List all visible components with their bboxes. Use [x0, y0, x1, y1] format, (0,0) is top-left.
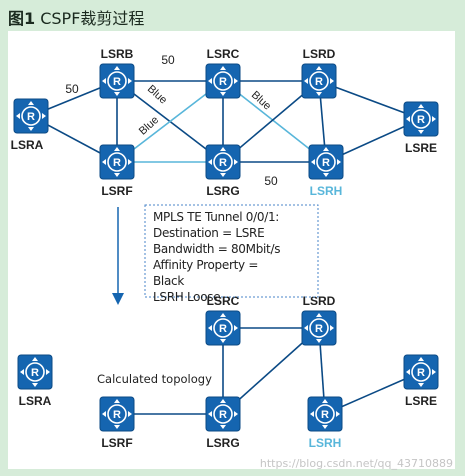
svg-text:R: R	[113, 157, 121, 169]
bottom-label-lsrg: LSRG	[206, 436, 239, 450]
top-router-lsrf: R LSRF	[99, 144, 135, 198]
figure-title-text: CSPF裁剪过程	[35, 9, 145, 28]
top-label-lsrh: LSRH	[310, 184, 343, 198]
router-icon	[205, 144, 241, 180]
top-label-lsra: LSRA	[11, 138, 44, 152]
svg-text:R: R	[219, 323, 227, 335]
svg-text:R: R	[417, 367, 425, 379]
link-bandwidth-label: 50	[264, 174, 278, 188]
config-line: Destination = LSRE	[153, 226, 265, 240]
bottom-label-lsra: LSRA	[19, 394, 52, 408]
svg-text:R: R	[417, 114, 425, 126]
top-link-lsrc-lsrf	[116, 80, 224, 163]
top-label-lsrb: LSRB	[101, 47, 134, 61]
svg-text:R: R	[315, 323, 323, 335]
router-icon	[403, 101, 439, 137]
router-icon	[99, 396, 135, 432]
blue-affinity-label: Blue	[249, 89, 273, 113]
bottom-label-lsrf: LSRF	[101, 436, 132, 450]
top-label-lsrd: LSRD	[303, 47, 336, 61]
top-router-lsrd: R LSRD	[301, 47, 337, 99]
svg-text:R: R	[31, 367, 39, 379]
svg-text:R: R	[219, 409, 227, 421]
figure-number: 图1	[8, 9, 36, 28]
top-label-lsrg: LSRG	[206, 184, 239, 198]
tunnel-config-text: MPLS TE Tunnel 0/0/1: Destination = LSRE…	[153, 209, 323, 305]
top-router-lsrc: R LSRC	[205, 47, 241, 99]
config-line: Black	[153, 274, 184, 288]
router-icon	[301, 63, 337, 99]
svg-text:R: R	[219, 157, 227, 169]
top-router-lsrh: R LSRH	[308, 144, 344, 198]
top-label-lsre: LSRE	[405, 141, 437, 155]
svg-text:R: R	[321, 409, 329, 421]
router-icon	[99, 144, 135, 180]
router-icon	[17, 354, 53, 390]
blue-affinity-label: Blue	[137, 114, 161, 138]
bottom-router-lsrf: R LSRF	[99, 396, 135, 450]
top-label-lsrc: LSRC	[207, 47, 240, 61]
top-router-lsra: R LSRA	[11, 98, 49, 152]
config-line: Affinity Property =	[153, 258, 259, 272]
link-bandwidth-label: 50	[161, 53, 175, 67]
svg-text:R: R	[219, 76, 227, 88]
router-icon	[13, 98, 49, 134]
router-icon	[99, 63, 135, 99]
svg-text:R: R	[27, 111, 35, 123]
top-router-lsrg: R LSRG	[205, 144, 241, 198]
blue-affinity-label: Blue	[145, 83, 169, 107]
svg-text:R: R	[315, 76, 323, 88]
calculated-topology-caption: Calculated topology	[97, 372, 212, 386]
bottom-router-lsre: R LSRE	[403, 354, 439, 408]
link-bandwidth-label: 50	[65, 82, 79, 96]
figure-title: 图1 CSPF裁剪过程	[8, 5, 145, 28]
svg-text:R: R	[113, 409, 121, 421]
config-line: LSRH Loose	[153, 290, 221, 304]
config-line: Bandwidth = 80Mbit/s	[153, 242, 281, 256]
bottom-router-lsrg: R LSRG	[205, 396, 241, 450]
router-icon	[205, 396, 241, 432]
router-icon	[307, 396, 343, 432]
router-icon	[205, 310, 241, 346]
router-icon	[301, 310, 337, 346]
config-box-outline	[144, 204, 319, 298]
bottom-label-lsrh: LSRH	[309, 436, 342, 450]
watermark: https://blog.csdn.net/qq_43710889	[259, 457, 453, 470]
svg-text:R: R	[113, 76, 121, 88]
bottom-label-lsre: LSRE	[405, 394, 437, 408]
config-line: MPLS TE Tunnel 0/0/1:	[153, 210, 280, 224]
top-router-lsre: R LSRE	[403, 101, 439, 155]
router-icon	[308, 144, 344, 180]
top-label-lsrf: LSRF	[101, 184, 132, 198]
router-icon	[403, 354, 439, 390]
bottom-router-lsrh: R LSRH	[307, 396, 343, 450]
router-icon	[205, 63, 241, 99]
svg-text:R: R	[322, 157, 330, 169]
bottom-router-lsra: R LSRA	[17, 354, 53, 408]
top-router-lsrb: R LSRB	[99, 47, 135, 99]
